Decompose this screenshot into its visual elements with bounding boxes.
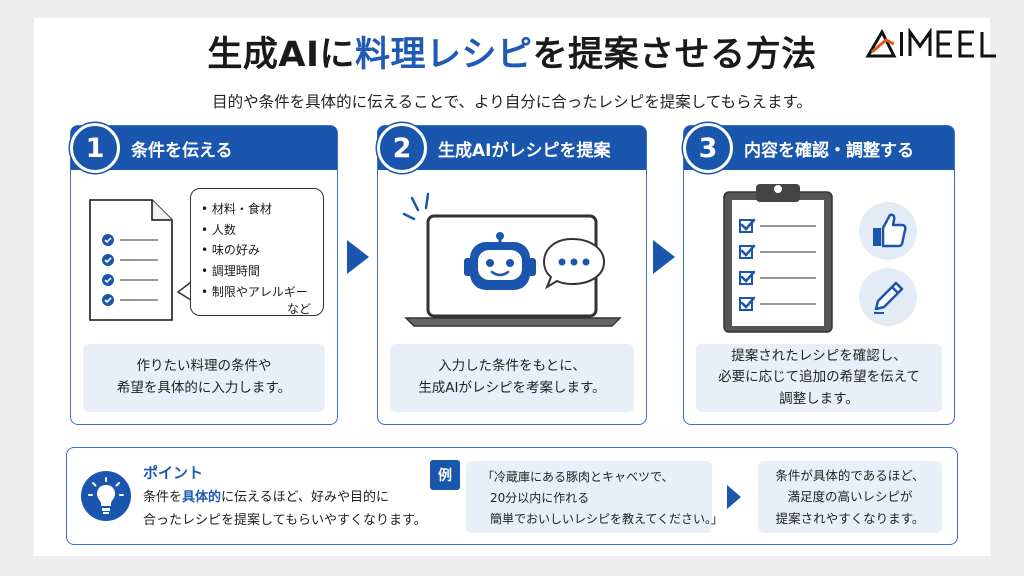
title-highlight: 料理レシピ bbox=[355, 35, 533, 75]
step-1-number: 1 bbox=[70, 123, 120, 173]
page-title: 生成AIに料理レシピを提案させる方法 bbox=[0, 26, 1024, 77]
step-3-description: 提案されたレシピを確認し、必要に応じて追加の希望を伝えて調整します。 bbox=[696, 344, 942, 412]
example-line: 簡単でおいしいレシピを教えてください。」 bbox=[490, 512, 724, 526]
clipboard-checklist-icon bbox=[723, 184, 833, 333]
point-highlight: 具体的 bbox=[182, 490, 222, 505]
step-2-desc-line: 入力した条件をもとに、 bbox=[438, 358, 586, 375]
condition-item: • 味の好み bbox=[201, 243, 260, 258]
condition-item: • 制限やアレルギー bbox=[201, 284, 308, 299]
example-tag: 例 bbox=[430, 460, 460, 490]
step-2-description: 入力した条件をもとに、生成AIがレシピを考案します。 bbox=[390, 344, 634, 412]
step-1-desc-line: 作りたい料理の条件や bbox=[136, 358, 272, 375]
result-box: 条件が具体的であるほど、 満足度の高いレシピが 提案されやすくなります。 bbox=[758, 461, 942, 533]
result-arrow bbox=[727, 485, 741, 509]
page-subtitle: 目的や条件を具体的に伝えることで、より自分に合ったレシピを提案してもらえます。 bbox=[212, 93, 812, 111]
robot-icon bbox=[464, 232, 536, 290]
result-line: 満足度の高いレシピが bbox=[787, 489, 913, 505]
speech-bubble-icon bbox=[176, 281, 192, 301]
point-text-part: 条件を bbox=[143, 490, 183, 505]
condition-more: など bbox=[286, 302, 311, 317]
example-quote: 「冷蔵庫にある豚肉とキャベツで、 20分以内に作れる 簡単でおいしいレシピを教え… bbox=[466, 461, 724, 533]
step-1-description: 作りたい料理の条件や希望を具体的に入力します。 bbox=[83, 344, 325, 412]
step-1-desc-line: 希望を具体的に入力します。 bbox=[116, 380, 292, 396]
title-part-2: を提案させる方法 bbox=[532, 35, 817, 75]
step-2-number: 2 bbox=[377, 123, 427, 173]
lightbulb-icon bbox=[81, 471, 131, 521]
checklist-document-icon bbox=[89, 199, 173, 321]
step-3-header: 内容を確認・調整する bbox=[684, 126, 954, 170]
condition-bubble: • 材料・食材 • 人数 • 味の好み • 調理時間 • 制限やアレルギー など bbox=[190, 188, 324, 316]
point-text: 条件を具体的に伝えるほど、好みや目的に 合ったレシピを提案してもらいやすくなりま… bbox=[143, 487, 427, 533]
point-text-line: 合ったレシピを提案してもらいやすくなります。 bbox=[143, 512, 427, 528]
step-3-desc-line: 調整します。 bbox=[779, 390, 859, 407]
step-2-desc-line: 生成AIがレシピを考案します。 bbox=[418, 380, 606, 396]
flow-arrow-1 bbox=[347, 240, 369, 274]
point-text-part: に伝えるほど、好みや目的に bbox=[221, 490, 389, 505]
step-3-desc-line: 必要に応じて追加の希望を伝えて bbox=[718, 369, 920, 386]
condition-item: • 材料・食材 bbox=[201, 202, 272, 216]
result-line: 条件が具体的であるほど、 bbox=[775, 468, 925, 484]
point-title: ポイント bbox=[143, 464, 204, 482]
step-3-desc-line: 提案されたレシピを確認し、 bbox=[731, 347, 907, 364]
condition-item: • 調理時間 bbox=[201, 263, 260, 278]
flow-arrow-2 bbox=[653, 240, 675, 274]
example-line: 20分以内に作れる bbox=[490, 491, 590, 505]
chat-bubble-icon bbox=[542, 237, 606, 290]
pencil-icon bbox=[859, 268, 917, 326]
brand-logo bbox=[865, 27, 996, 58]
condition-item: • 人数 bbox=[201, 222, 236, 237]
title-part-1: 生成AIに bbox=[207, 35, 356, 75]
thumbs-up-icon bbox=[859, 202, 917, 260]
step-card-2: 生成AIがレシピを提案 入力した条件をもとに、生成AIがレシピを考案します。 bbox=[377, 125, 647, 425]
result-line: 提案されやすくなります。 bbox=[775, 510, 925, 526]
step-3-number: 3 bbox=[683, 123, 733, 173]
example-line: 「冷蔵庫にある豚肉とキャベツで、 bbox=[482, 470, 674, 484]
